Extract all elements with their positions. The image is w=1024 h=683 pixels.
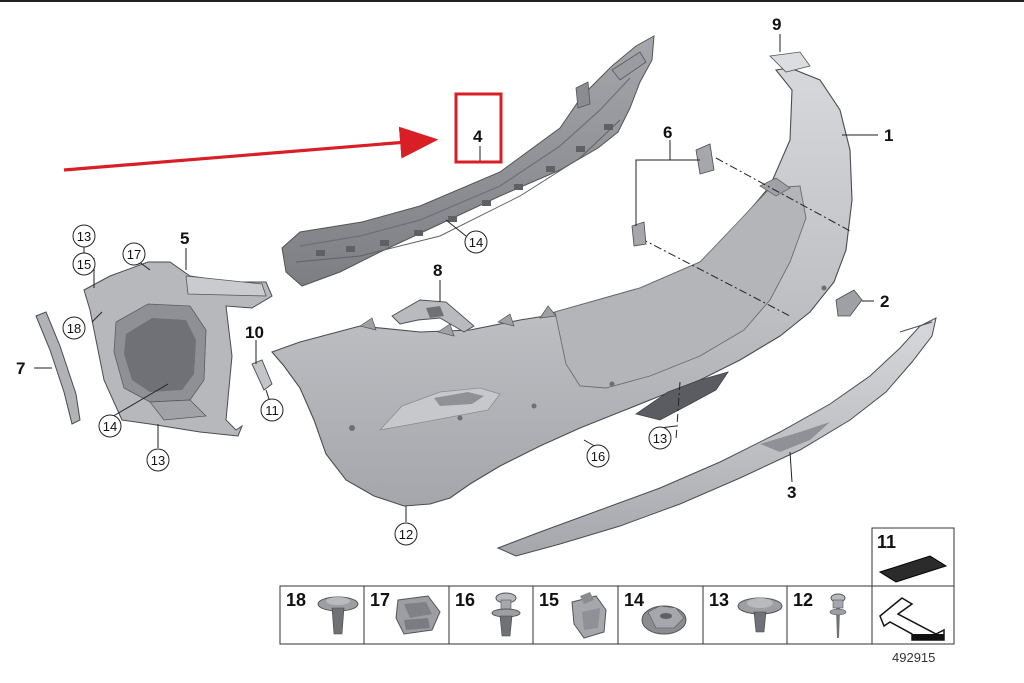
top-clip-part [769,51,811,73]
screw-icon [829,593,847,638]
callout-6: 6 [663,123,672,142]
callout-8: 8 [433,261,442,280]
callout-2: 2 [880,292,889,311]
alignment-lines [639,157,853,441]
clip-nut-icon [571,592,607,639]
hex-nut-icon [641,605,687,635]
small-trim-part [251,359,273,391]
callout-13-circle-a: 13 [77,229,91,244]
bumper-cover-part [271,67,853,507]
expanding-rivet-icon [317,596,359,635]
fastener-table [279,527,955,645]
callout-18-circle: 18 [67,321,81,336]
reflector-part [835,289,863,317]
callout-12-circle: 12 [399,527,413,542]
mount-part-upper [695,143,715,175]
callout-16-circle: 16 [591,449,605,464]
fastener-number-14: 14 [624,590,644,610]
highlight-arrow [63,126,439,172]
bumper-carrier-part [281,35,655,287]
reference-number: 492915 [892,650,935,665]
side-strip-part [35,311,81,425]
spring-nut-icon [395,595,441,635]
callout-5: 5 [180,229,189,248]
left-bracket-part [83,261,273,437]
mount-part-lower [631,221,647,247]
fastener-number-11: 11 [877,532,896,552]
top-border [0,0,1024,2]
pointer-arrow-icon [879,597,945,641]
highlight-box [454,92,503,164]
fastener-number-12: 12 [793,590,813,610]
fastener-number-18: 18 [286,590,306,610]
callout-4: 4 [473,127,483,146]
callout-10: 10 [245,323,264,342]
fastener-number-16: 16 [455,590,475,610]
fastener-number-15: 15 [539,590,559,610]
callout-13-circle-b: 13 [151,453,165,468]
foam-pad-icon [878,555,948,583]
callout-9: 9 [772,15,781,34]
diffuser-trim-part [496,317,937,557]
callout-15-circle: 15 [77,257,91,272]
callout-17-circle: 17 [127,247,141,262]
callout-14-circle-b: 14 [103,419,117,434]
fastener-number-17: 17 [370,590,390,610]
fastener-numbers: 18 17 16 15 14 13 12 11 [286,532,896,610]
circled-callouts [62,224,672,546]
flange-nut-icon [737,597,783,633]
plain-callouts: 1 2 3 4 5 6 7 8 9 10 [16,15,893,502]
callout-3: 3 [787,483,796,502]
callout-1: 1 [884,126,893,145]
push-clip-icon [491,592,521,637]
leader-lines [34,34,878,522]
callout-7: 7 [16,359,25,378]
callout-13-circle-c: 13 [653,431,667,446]
callout-11-circle: 11 [265,403,279,418]
fastener-number-13: 13 [709,590,729,610]
callout-14-circle-a: 14 [469,235,483,250]
